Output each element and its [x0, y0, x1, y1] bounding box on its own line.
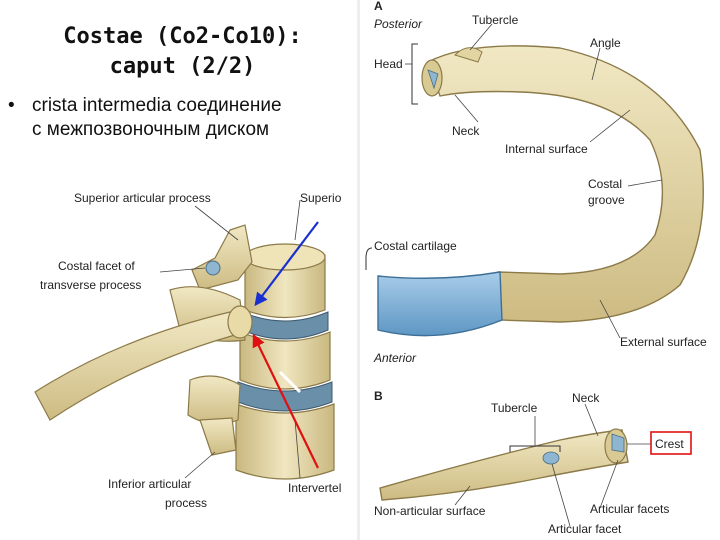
- panel-separator: [357, 0, 360, 540]
- costal-facet-transverse: [205, 260, 221, 276]
- label-costal-facet-line-2: transverse process: [40, 278, 141, 292]
- label-inferior-articular-line-2: process: [165, 496, 207, 510]
- middle-vertebral-body: [239, 331, 331, 390]
- rib-body-a: [427, 45, 704, 323]
- rib-head: [227, 305, 253, 339]
- leader-inferior-articular: [184, 451, 216, 479]
- slide-title-line-2: caput (2/2): [109, 54, 256, 79]
- costal-cartilage-a: [377, 271, 503, 337]
- leader-articular-facet-b: [551, 463, 571, 527]
- label-anterior: Anterior: [373, 351, 417, 365]
- crest-highlight-box: [650, 431, 692, 455]
- bullet-marker: •: [8, 95, 15, 116]
- lower-vertebral-body: [235, 403, 335, 480]
- inferior-articular-process: [199, 417, 237, 456]
- tubercle-articular-facet-b: [542, 451, 560, 465]
- label-articular-facets-b: Articular facets: [590, 502, 669, 516]
- label-tubercle-a: Tubercle: [472, 13, 519, 27]
- superior-articular-process: [191, 224, 253, 291]
- rib-illustration-a: A Posterior Tubercle Head Angle Neck Int…: [365, 0, 707, 365]
- head-articular-facets-b: [611, 433, 625, 453]
- leader-superior-articular: [194, 205, 239, 241]
- leader-articular-facets-b: [599, 459, 619, 509]
- head-bracket: [411, 43, 418, 105]
- slide-title: Costae (Co2-Co10): caput (2/2): [10, 22, 355, 82]
- lower-process: [187, 375, 241, 425]
- rib-body-b: [379, 429, 629, 501]
- label-neck-b: Neck: [572, 391, 600, 405]
- label-inferior-articular-line-1: Inferior articular: [108, 477, 191, 491]
- label-costal-groove-line-2: groove: [588, 193, 625, 207]
- bullet-text: crista intermedia соединение с межпозвон…: [32, 94, 357, 142]
- label-crest-b: Crest: [655, 437, 684, 451]
- label-external-surface-a: External surface: [620, 335, 707, 349]
- bullet-text-line-2: с межпозвоночным диском: [32, 119, 270, 140]
- label-costal-groove-line-1: Costal: [588, 177, 622, 191]
- label-costal-facet-line-1: Costal facet of: [58, 259, 135, 273]
- label-superior-cut: Superio: [300, 191, 342, 205]
- label-articular-facet-b: Articular facet: [548, 522, 622, 536]
- rib-illustration-b: B Tubercle Neck Crest Non-articular surf…: [374, 389, 692, 536]
- leader-angle-a: [591, 47, 601, 81]
- leader-external-surface-a: [599, 299, 621, 339]
- intervertebral-disc-lower: [237, 381, 333, 412]
- label-head-a: Head: [374, 57, 403, 71]
- leader-intervertebral: [294, 419, 301, 479]
- leader-superior-cut: [294, 199, 301, 241]
- leader-costal-groove-a: [627, 179, 663, 187]
- label-neck-a: Neck: [452, 124, 480, 138]
- section-label-a: A: [374, 0, 383, 13]
- label-tubercle-b: Tubercle: [491, 401, 538, 415]
- label-posterior: Posterior: [374, 17, 423, 31]
- rib-head-facet-a: [427, 69, 439, 90]
- label-internal-surface-a: Internal surface: [505, 142, 588, 156]
- leader-costal-facet: [159, 267, 206, 273]
- section-label-b: B: [374, 389, 383, 403]
- blue-arrow: [254, 221, 319, 307]
- cartilage-leader-curve: [365, 247, 373, 270]
- label-angle-a: Angle: [590, 36, 621, 50]
- leader-neck-a: [454, 94, 479, 123]
- white-pointer-line: [278, 370, 302, 394]
- label-superior-articular-process: Superior articular process: [74, 191, 211, 205]
- label-costal-cartilage-a: Costal cartilage: [374, 239, 457, 253]
- bullet-text-line-1: crista intermedia соединение: [32, 95, 282, 116]
- leader-non-articular-b: [454, 485, 471, 506]
- spine-illustration: Superior articular process Superio Costa…: [34, 0, 360, 540]
- slide-title-line-1: Costae (Co2-Co10):: [63, 24, 302, 49]
- leader-internal-surface-a: [589, 109, 631, 143]
- leader-tubercle-a: [469, 23, 493, 51]
- label-intervertebral-cut: Intervertel: [288, 481, 341, 495]
- red-arrow: [252, 333, 319, 469]
- leader-neck-b: [584, 403, 599, 437]
- label-non-articular-surface-b: Non-articular surface: [374, 504, 486, 518]
